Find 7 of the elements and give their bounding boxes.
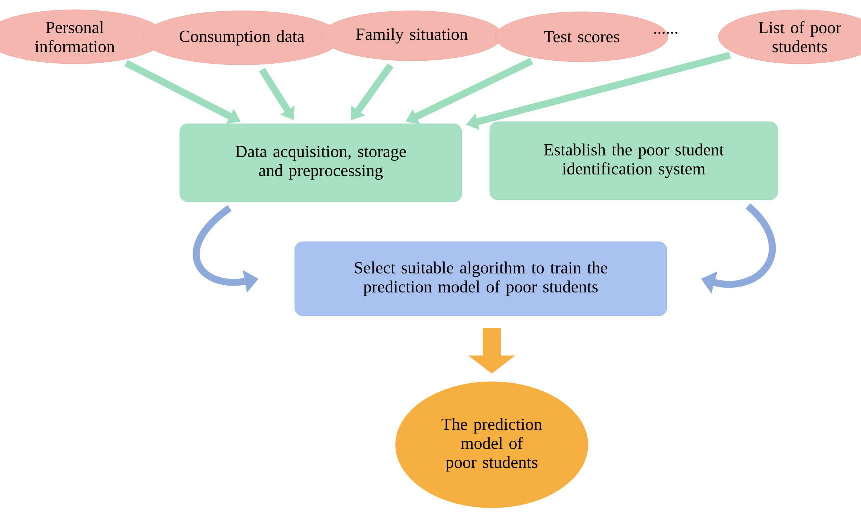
process-box: Select suitable algorithm to train the prediction model of poor students xyxy=(294,242,668,316)
ellipse-node: List of poor students xyxy=(718,10,861,64)
ellipsis-label: ...... xyxy=(654,32,678,34)
process-box: Establish the poor student identification system xyxy=(490,122,778,200)
process-box: Data acquisition, storage and preprocessing xyxy=(180,124,462,202)
ellipse-node: Family situation xyxy=(321,10,503,62)
ellipse-node: Consumption data xyxy=(142,10,342,66)
